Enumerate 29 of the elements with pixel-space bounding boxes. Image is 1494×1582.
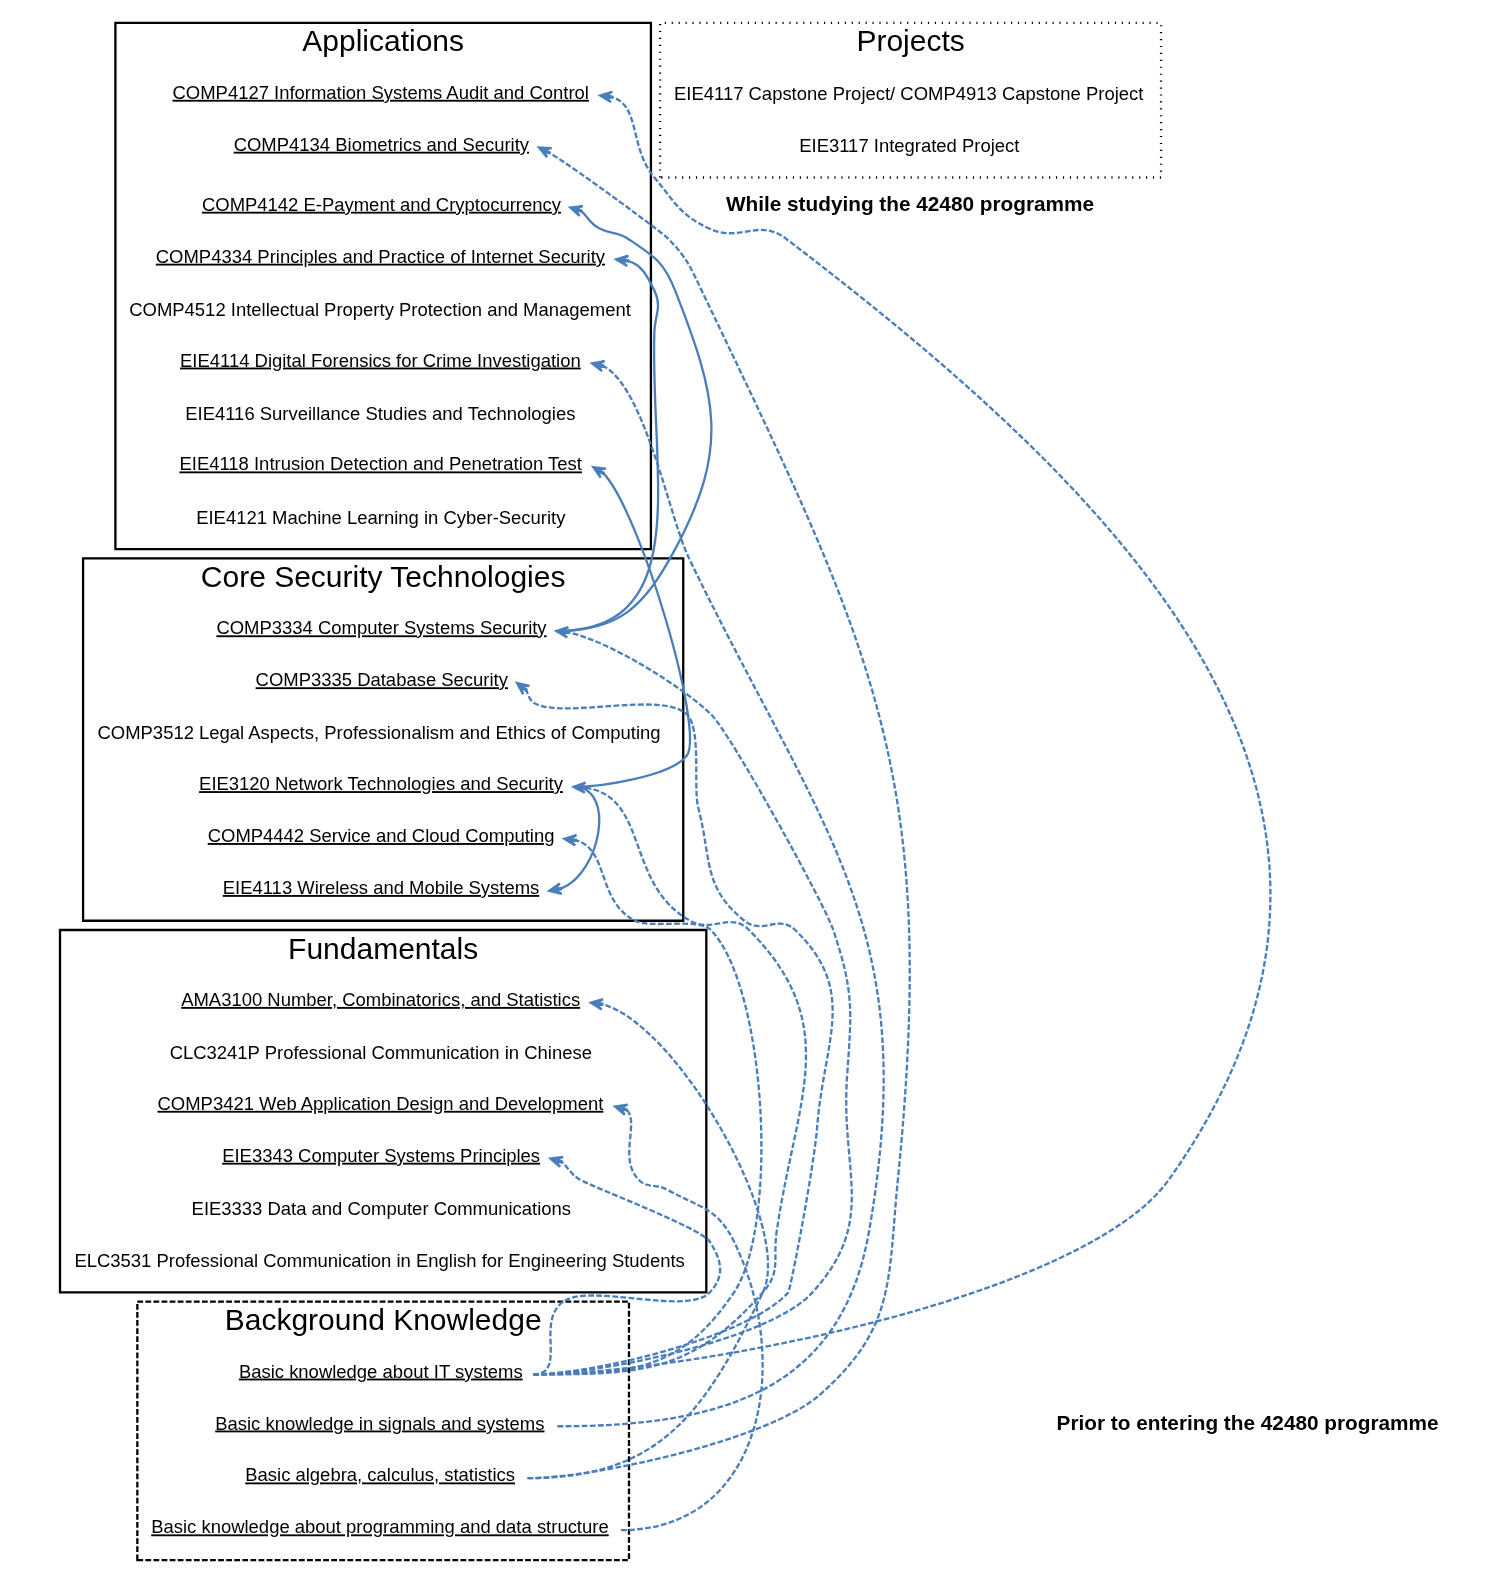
node-text: COMP4134 Biometrics and Security [233, 133, 530, 155]
node-text: COMP4334 Principles and Practice of Internet Security [155, 245, 606, 267]
node-text: EIE3333 Data and Computer Communications [191, 1197, 572, 1219]
node-text: COMP4127 Information Systems Audit and Control [172, 81, 589, 103]
node-text: COMP3334 Computer Systems Security [216, 616, 547, 638]
node-text: COMP3512 Legal Aspects, Professionalism and Ethics of Computing [97, 721, 661, 743]
node-text: EIE3117 Integrated Project [799, 134, 1020, 156]
node-text: CLC3241P Professional Communication in Chinese [169, 1041, 592, 1063]
node-text: ELC3531 Professional Communication in English for Engineering Students [74, 1249, 685, 1271]
node-text: COMP4512 Intellectual Property Protection and Management [129, 298, 631, 320]
node-text: COMP3421 Web Application Design and Development [157, 1092, 604, 1114]
node-text: EIE3343 Computer Systems Principles [222, 1144, 541, 1166]
node-text: Basic knowledge about programming and data structure [151, 1515, 609, 1537]
node-text: EIE4113 Wireless and Mobile Systems [222, 876, 540, 898]
node-text: EIE3120 Network Technologies and Security [199, 772, 563, 794]
label: While studying the 42480 programme [725, 191, 1095, 215]
label: Prior to entering the 42480 programme [1056, 1410, 1439, 1434]
node-text: EIE4118 Intrusion Detection and Penetration Test [179, 452, 582, 474]
node-text: EIE4116 Surveillance Studies and Technologies [185, 402, 576, 424]
node-text: EIE4117 Capstone Project/ COMP4913 Capstone Project [674, 82, 1144, 104]
node-text: Basic knowledge in signals and systems [215, 1412, 545, 1433]
node-text: AMA3100 Number, Combinatorics, and Statistics [181, 988, 581, 1010]
node-text: Basic knowledge about IT systems [238, 1360, 523, 1382]
node-text: Basic algebra, calculus, statistics [245, 1463, 515, 1485]
node-text: COMP4142 E-Payment and Cryptocurrency [201, 193, 561, 215]
node-text: EIE4121 Machine Learning in Cyber-Security [196, 506, 566, 528]
node-text: EIE4114 Digital Forensics for Crime Investigation [180, 349, 581, 371]
node-text: COMP4442 Service and Cloud Computing [207, 824, 555, 846]
node-text: COMP3335 Database Security [255, 668, 508, 690]
